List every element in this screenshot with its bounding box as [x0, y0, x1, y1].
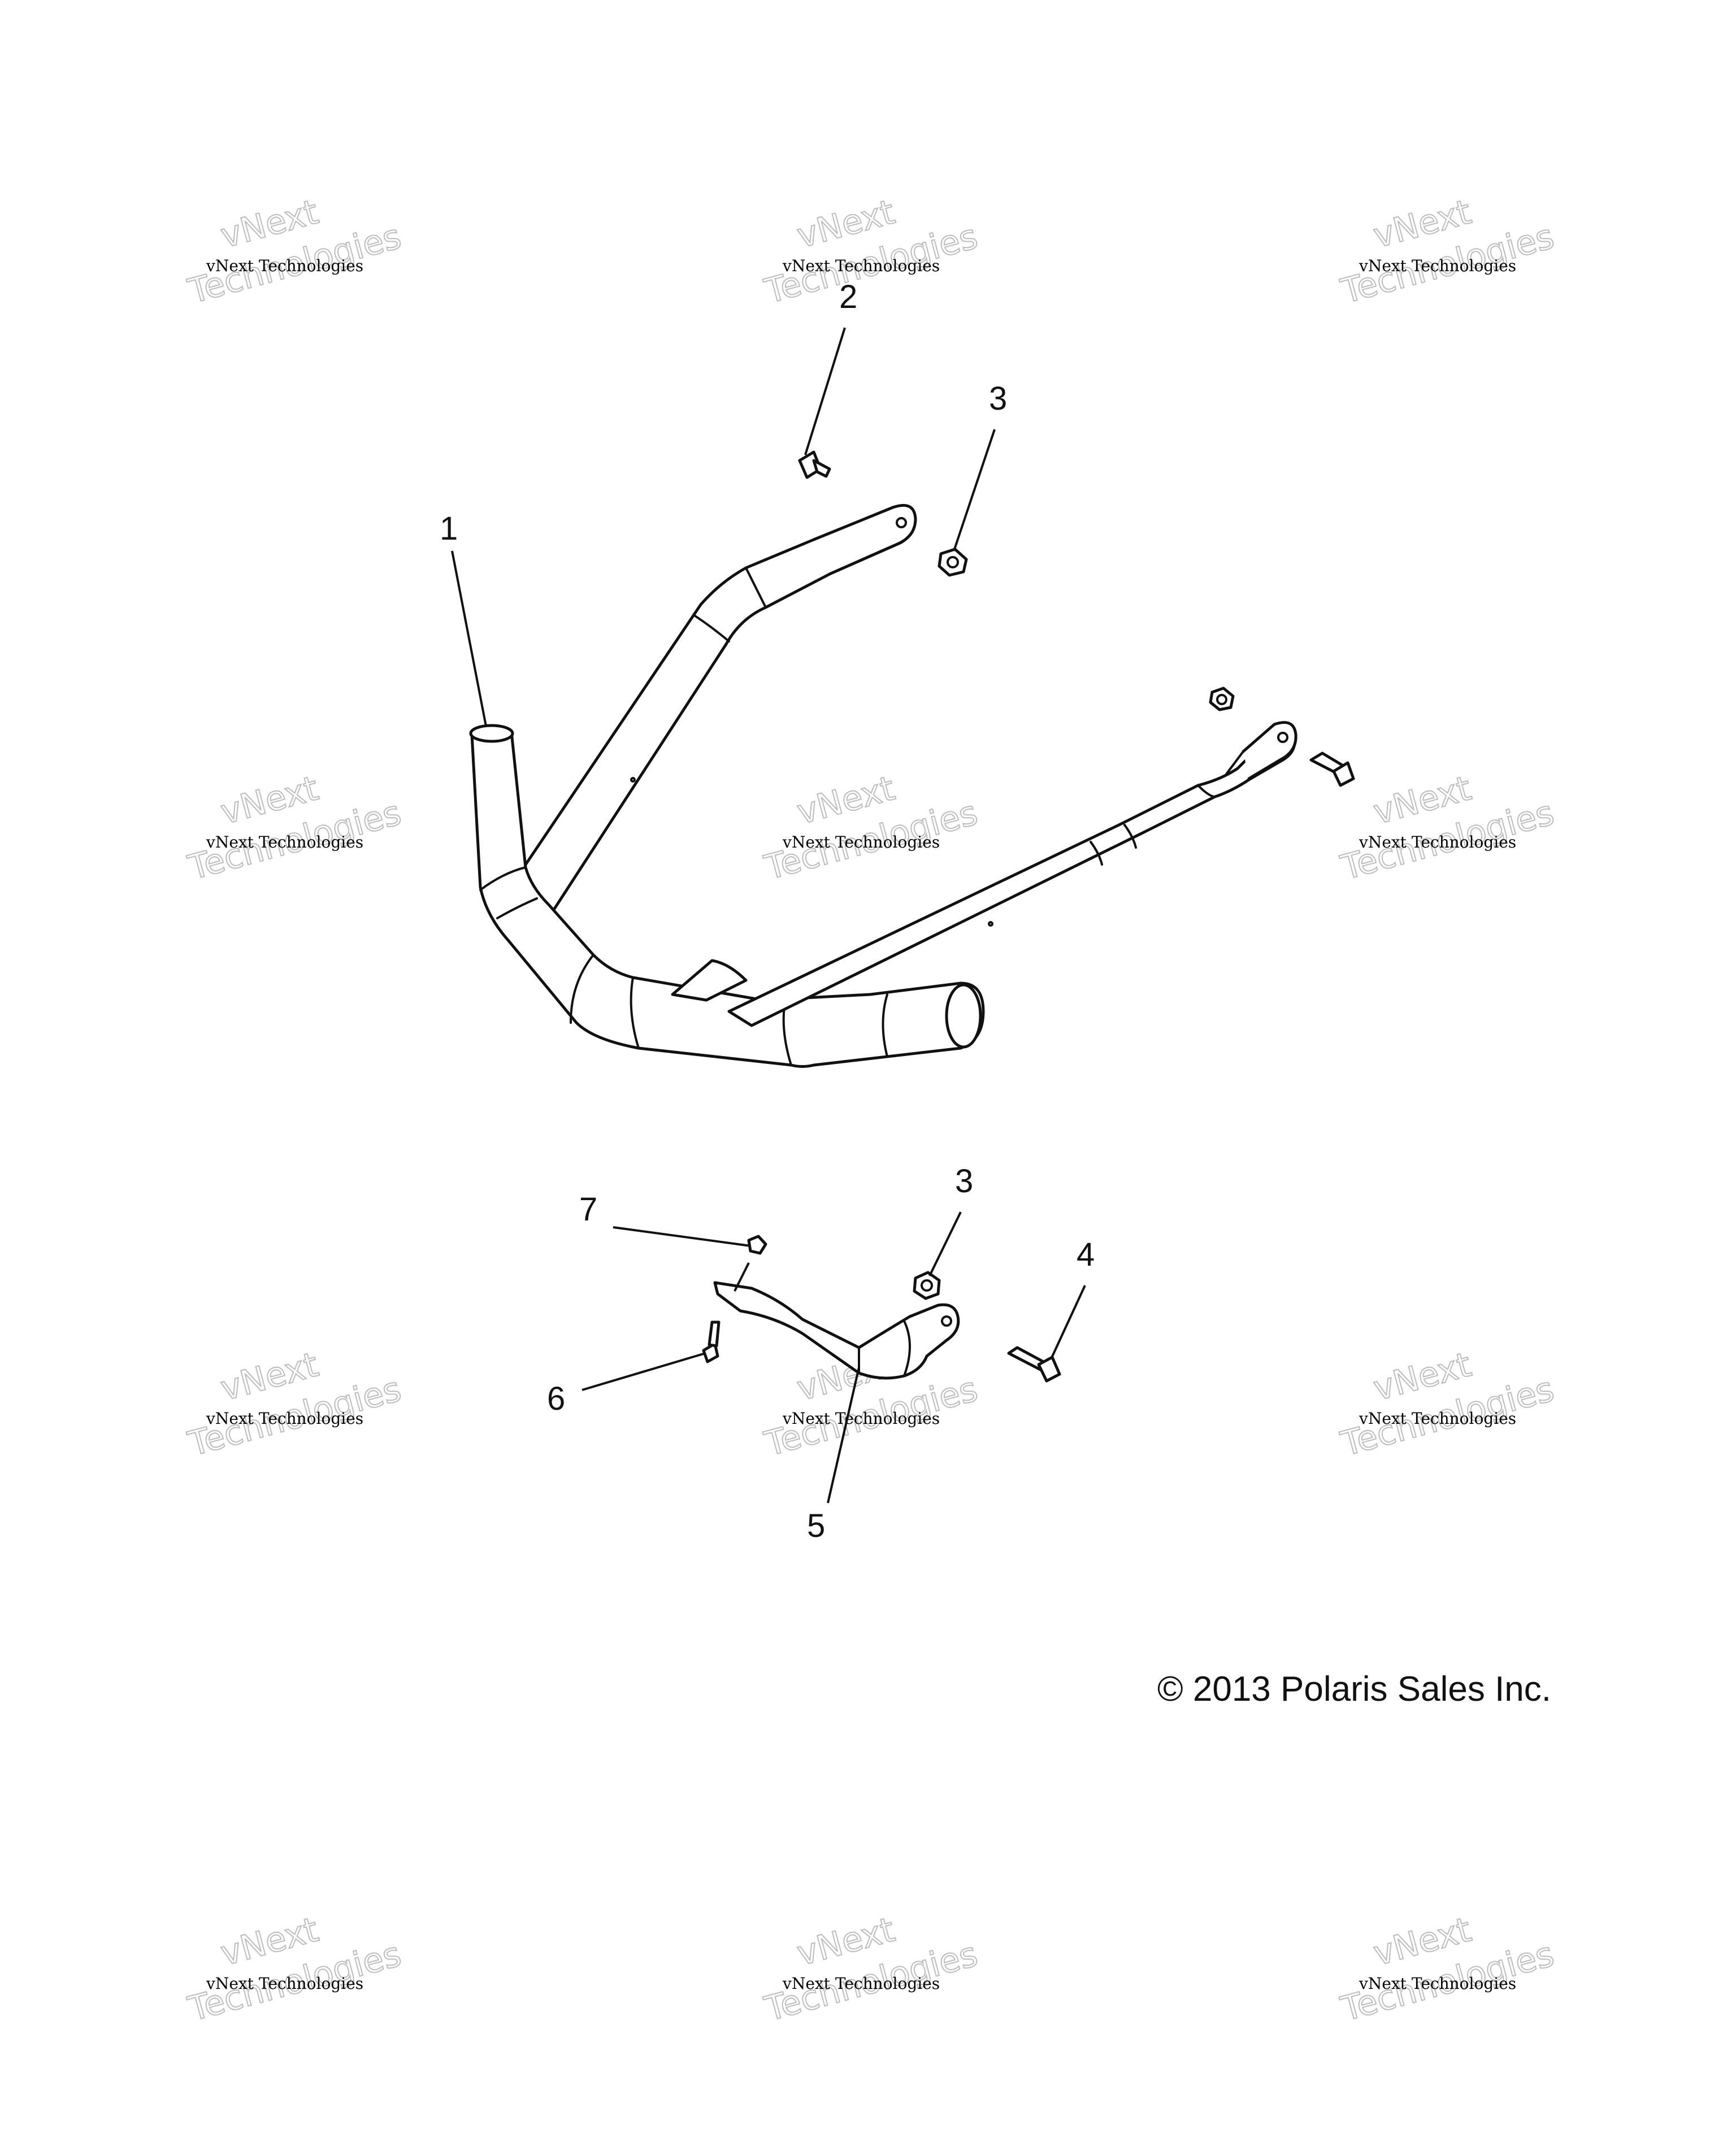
nut-top[interactable] — [938, 548, 968, 577]
nut-lower[interactable] — [913, 1271, 941, 1300]
callout-3-bottom: 3 — [955, 1163, 973, 1200]
bolt-6[interactable] — [702, 1320, 721, 1363]
callout-3-top: 3 — [989, 380, 1007, 417]
watermark: vNext Technologies vNext Technologies — [184, 1909, 406, 2030]
svg-text:vNext Technologies: vNext Technologies — [206, 257, 363, 275]
callout-labels: 1 2 3 3 4 5 6 7 — [440, 279, 1095, 1544]
lower-bracket-tube[interactable] — [713, 1281, 960, 1380]
watermark: vNext Technologies vNext Technologies — [760, 768, 982, 888]
watermark: vNext Technologies vNext Technologies — [1336, 1909, 1559, 2030]
callout-4: 4 — [1077, 1236, 1095, 1273]
bolt-top[interactable] — [798, 450, 831, 479]
callout-2: 2 — [839, 279, 857, 315]
leader-lines — [451, 327, 1086, 1504]
watermark: vNext Technologies vNext Technologies — [1336, 1344, 1559, 1465]
svg-text:vNext Technologies: vNext Technologies — [782, 1974, 940, 1993]
callout-5: 5 — [807, 1508, 825, 1544]
svg-text:vNext Technologies: vNext Technologies — [206, 1409, 363, 1428]
copyright-text: © 2013 Polaris Sales Inc. — [1157, 1670, 1551, 1709]
svg-text:vNext Technologies: vNext Technologies — [206, 833, 363, 852]
svg-text:vNext Technologies: vNext Technologies — [206, 1974, 363, 1993]
washer-7[interactable] — [747, 1235, 767, 1255]
callout-6: 6 — [547, 1380, 565, 1417]
watermark: vNext Technologies vNext Technologies — [1336, 192, 1559, 312]
svg-text:vNext Technologies: vNext Technologies — [1359, 1974, 1516, 1993]
svg-text:vNext Technologies: vNext Technologies — [782, 1409, 940, 1428]
watermark: vNext Technologies vNext Technologies — [760, 1909, 982, 2030]
bolt-right[interactable] — [1309, 751, 1355, 787]
svg-text:vNext Technologies: vNext Technologies — [782, 833, 940, 852]
svg-text:vNext Technologies: vNext Technologies — [1359, 833, 1516, 852]
watermark: vNext Technologies vNext Technologies — [184, 192, 406, 312]
svg-text:vNext Technologies: vNext Technologies — [1359, 257, 1516, 275]
nut-right[interactable] — [1209, 687, 1235, 711]
watermark: vNext Technologies vNext Technologies — [760, 192, 982, 312]
watermark: vNext Technologies vNext Technologies — [184, 768, 406, 888]
bolt-4[interactable] — [1007, 1346, 1061, 1383]
svg-text:vNext Technologies: vNext Technologies — [1359, 1409, 1516, 1428]
watermark: vNext Technologies vNext Technologies — [184, 1344, 406, 1465]
callout-7: 7 — [579, 1191, 597, 1228]
bumper-tube-assembly[interactable] — [469, 503, 1297, 1068]
callout-1: 1 — [440, 510, 458, 547]
watermark: vNext Technologies vNext Technologies — [1336, 768, 1559, 888]
watermark-layer: vNext Technologies vNext Technologies vN… — [184, 192, 1559, 2030]
svg-text:vNext Technologies: vNext Technologies — [782, 257, 940, 275]
